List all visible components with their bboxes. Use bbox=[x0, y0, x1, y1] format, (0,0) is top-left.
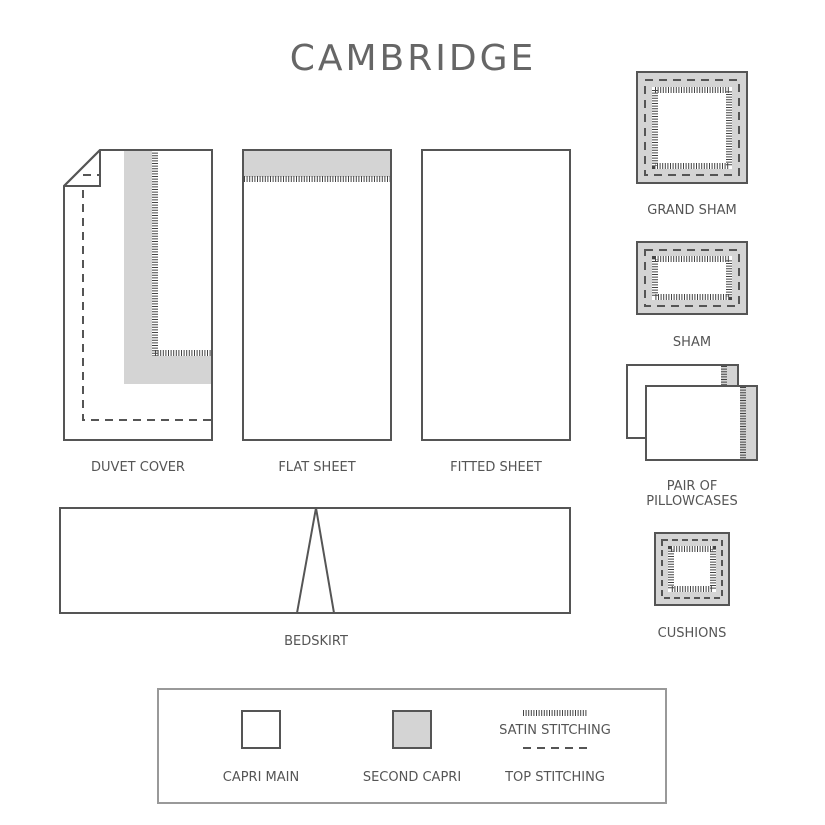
flat-sheet-diagram bbox=[242, 149, 392, 441]
duvet-cover-diagram bbox=[63, 149, 213, 441]
fitted-sheet-diagram bbox=[421, 149, 571, 441]
pillowcases-label-line2: PILLOWCASES bbox=[646, 494, 737, 509]
sham-label: SHAM bbox=[673, 335, 711, 350]
second-capri-label: SECOND CAPRI bbox=[363, 770, 461, 785]
bedskirt-diagram bbox=[59, 507, 571, 614]
top-stitching-label: TOP STITCHING bbox=[504, 770, 605, 785]
legend: CAPRI MAIN SECOND CAPRI SATIN STITCHING … bbox=[157, 688, 667, 804]
pillowcases-diagram bbox=[626, 364, 758, 461]
satin-stitching-label: SATIN STITCHING bbox=[499, 723, 611, 738]
capri-main-swatch bbox=[241, 710, 281, 749]
fitted-sheet-label: FITTED SHEET bbox=[450, 460, 542, 475]
grand-sham-diagram bbox=[636, 71, 748, 184]
second-capri-swatch bbox=[392, 710, 432, 749]
flat-sheet-label: FLAT SHEET bbox=[278, 460, 355, 475]
capri-main-label: CAPRI MAIN bbox=[223, 770, 299, 785]
cushions-diagram bbox=[654, 532, 730, 606]
cushions-label: CUSHIONS bbox=[658, 626, 727, 641]
sham-diagram bbox=[636, 241, 748, 315]
title: CAMBRIDGE bbox=[290, 38, 537, 79]
pillowcases-label-line1: PAIR OF bbox=[667, 479, 718, 494]
grand-sham-label: GRAND SHAM bbox=[647, 203, 736, 218]
duvet-cover-label: DUVET COVER bbox=[91, 460, 185, 475]
bedskirt-label: BEDSKIRT bbox=[284, 634, 348, 649]
